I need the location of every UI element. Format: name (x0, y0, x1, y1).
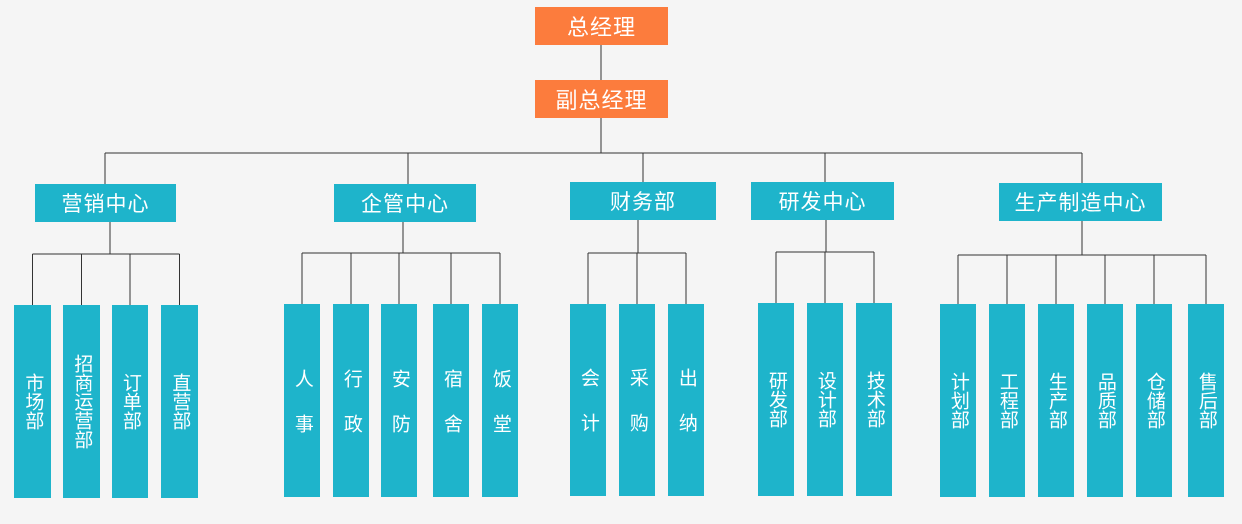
department-label: 直营部 (169, 373, 192, 430)
general-manager-box: 总经理 (535, 7, 668, 45)
department-label: 饭堂 (489, 368, 512, 459)
department-box: 品质部 (1087, 304, 1123, 497)
department-box: 仓储部 (1136, 304, 1172, 497)
department-label: 宿舍 (440, 368, 463, 459)
department-label: 招商运营部 (71, 354, 94, 449)
department-box: 工程部 (989, 304, 1025, 497)
department-box: 订单部 (112, 305, 148, 498)
department-label: 设计部 (814, 371, 837, 428)
department-box: 安防 (381, 304, 417, 497)
department-label: 行政 (340, 368, 363, 459)
center-label: 营销中心 (61, 192, 150, 216)
center-box: 营销中心 (35, 184, 176, 222)
center-label: 财务部 (610, 190, 676, 214)
department-box: 市场部 (14, 305, 51, 498)
department-label: 人事 (291, 368, 314, 459)
department-label: 安防 (388, 368, 411, 459)
department-box: 会计 (570, 304, 606, 496)
department-box: 技术部 (856, 303, 892, 496)
department-box: 行政 (333, 304, 369, 497)
department-box: 计划部 (940, 304, 976, 497)
department-label: 工程部 (996, 372, 1019, 429)
department-label: 售后部 (1195, 372, 1218, 429)
department-label: 采购 (626, 368, 649, 458)
department-box: 宿舍 (433, 304, 469, 497)
deputy-general-manager-box: 副总经理 (535, 80, 668, 118)
center-box: 生产制造中心 (999, 183, 1162, 221)
department-box: 售后部 (1188, 304, 1224, 497)
department-box: 直营部 (161, 305, 198, 498)
department-box: 出纳 (668, 304, 704, 496)
department-box: 研发部 (758, 303, 794, 496)
department-label: 市场部 (22, 373, 45, 430)
center-box: 研发中心 (751, 182, 894, 220)
department-label: 计划部 (947, 372, 970, 429)
department-box: 设计部 (807, 303, 843, 496)
center-label: 企管中心 (361, 192, 449, 216)
department-box: 采购 (619, 304, 655, 496)
department-label: 生产部 (1045, 372, 1068, 429)
department-label: 会计 (577, 368, 600, 458)
center-box: 财务部 (570, 182, 716, 220)
center-label: 研发中心 (778, 190, 867, 214)
department-box: 饭堂 (482, 304, 518, 497)
department-label: 研发部 (765, 371, 788, 428)
center-box: 企管中心 (334, 184, 476, 222)
department-box: 生产部 (1038, 304, 1074, 497)
department-box: 人事 (284, 304, 320, 497)
department-label: 技术部 (863, 371, 886, 428)
department-box: 招商运营部 (63, 305, 100, 498)
deputy-general-manager-label: 副总经理 (555, 89, 648, 114)
department-label: 仓储部 (1143, 372, 1166, 429)
center-label: 生产制造中心 (1014, 191, 1147, 215)
department-label: 订单部 (119, 373, 142, 430)
general-manager-label: 总经理 (566, 16, 636, 41)
department-label: 出纳 (675, 368, 698, 458)
department-label: 品质部 (1094, 372, 1117, 429)
